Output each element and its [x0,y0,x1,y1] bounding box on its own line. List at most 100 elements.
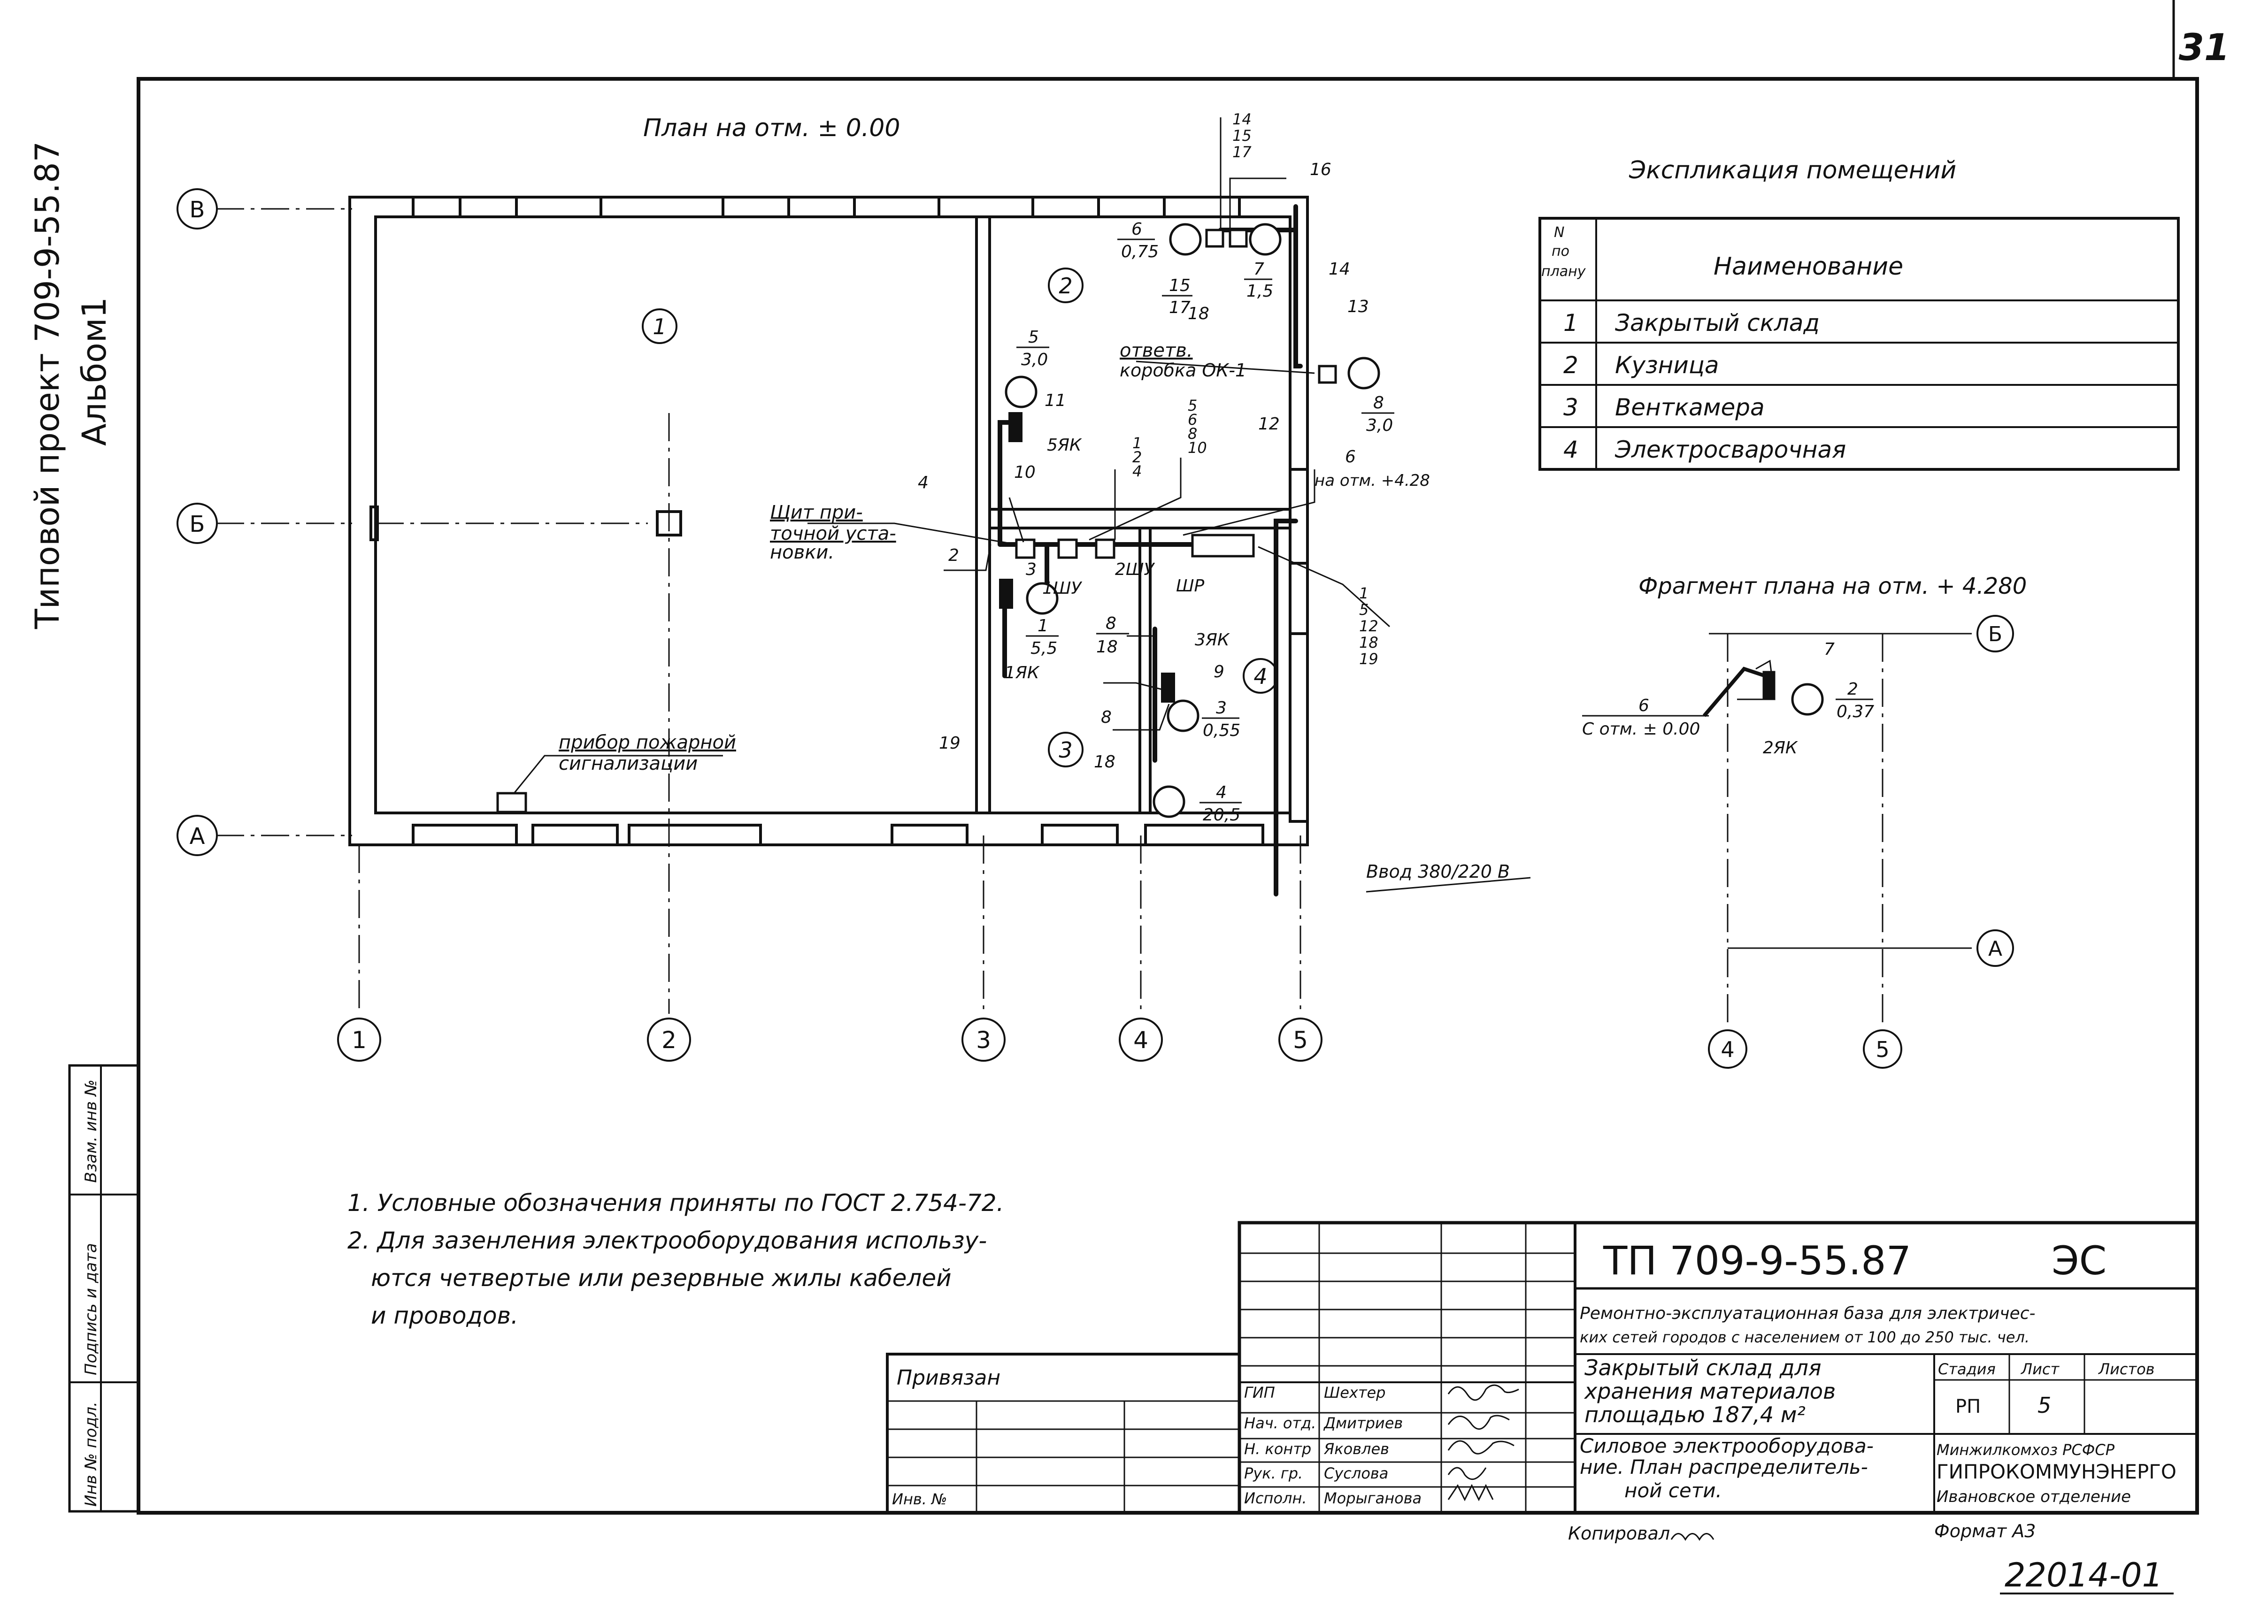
plan-title: План на отм. ± 0.00 [643,114,900,142]
panel-shr: ШР [1176,576,1204,596]
circuit-18-b: 18 [1094,752,1115,772]
org-line-1: Минжилкомхоз РСФСР [1937,1441,2115,1459]
svg-text:Электросварочная: Электросварочная [1615,436,1846,463]
building-walls [348,196,1309,846]
svg-text:3: 3 [976,1026,991,1054]
axis-col-1: 1 [337,1018,381,1062]
svg-text:4: 4 [1563,436,1578,463]
role-ispoln: Исполн. [1244,1489,1307,1507]
elev-428-label: на отм. +4.28 [1315,471,1430,490]
svg-text:1: 1 [352,1026,367,1054]
svg-text:5: 5 [1876,1037,1889,1062]
fire-alarm-label-2: сигнализации [559,753,698,774]
object-name-1: Закрытый склад для [1584,1355,1822,1380]
org-line-3: Ивановское отделение [1937,1487,2131,1506]
axis-col-2: 2 [647,1018,691,1062]
motor-7-number: 7 [1253,260,1264,279]
axis-col-4: 4 [1119,1018,1163,1062]
margin-stamp: Взам. инв № Подпись и дата Инв № подл. [68,1064,140,1513]
sheet-value: 5 [2037,1393,2051,1418]
explication-head-num-1: N [1554,224,1564,241]
svg-text:4: 4 [1721,1037,1734,1062]
copied-label: Копировал [1568,1523,1670,1544]
explication-head-num-2: по [1552,243,1569,260]
room-number-1: 1 [642,308,677,344]
explication-head-num-3: плану [1541,263,1586,280]
room-number-3: 3 [1048,732,1084,767]
circuit-14: 14 [1329,260,1350,279]
fragment-axis-4: 4 [1708,1029,1747,1069]
circuit-9: 9 [1214,662,1224,682]
fragment-axis-5: 5 [1863,1029,1902,1069]
explication-row: 4 Электросварочная [1563,436,1846,463]
name-n-kontr: Яковлев [1323,1440,1389,1458]
drawing-code: ТП 709-9-55.87 [1603,1238,1911,1284]
motor-1-power: 5,5 [1030,639,1057,658]
panel-2shu: 2ШУ [1115,560,1155,579]
name-ispoln: Морыганова [1324,1489,1422,1507]
starter-5yak: 5ЯК [1047,436,1082,455]
circuit-15-17-top: 15 [1169,276,1191,295]
name-ruk-gr: Суслова [1324,1464,1388,1482]
axis-col-5: 5 [1278,1018,1322,1062]
shield-label-1: Щит при- [770,502,863,523]
svg-text:2: 2 [1132,448,1142,466]
sheet-header: Лист [2021,1360,2060,1378]
motor-8-number: 8 [1373,393,1384,413]
fragment-motor-power: 0,37 [1837,702,1874,721]
title-block-frame [886,1221,2199,1515]
svg-text:Венткамера: Венткамера [1615,394,1765,421]
stamp-sign-date: Подпись и дата [82,1243,100,1375]
leader-lines [513,117,1531,893]
svg-text:1: 1 [1132,434,1142,452]
room-number-4: 4 [1243,658,1278,694]
motor-4-number: 4 [1216,783,1227,802]
circuit-10: 10 [1014,463,1036,482]
shield-label-2: точной уста- [770,523,896,544]
svg-text:4: 4 [1133,1026,1148,1054]
general-notes: 1. Условные обозначения приняты по ГОСТ … [347,1189,1004,1329]
svg-text:5: 5 [1188,397,1197,414]
svg-text:Б: Б [1988,622,2002,646]
fragment-circuit-7: 7 [1824,640,1835,659]
inventory-label: Инв. № [892,1490,947,1508]
svg-text:4: 4 [1132,462,1142,480]
starter-3yak: 3ЯК [1195,630,1230,650]
axis-row-v: В [177,188,218,230]
motor-5-power: 3,0 [1021,350,1048,369]
note-2-line-3: и проводов. [371,1302,518,1329]
sheet-name-3: ной сети. [1624,1479,1722,1502]
archive-number: 22014-01 [2005,1556,2163,1594]
fragment-drawing [1582,633,1972,1023]
plan-labels: Щит при- точной уста- новки. прибор пожа… [559,110,1510,882]
explication-row: 1 Закрытый склад [1563,309,1820,337]
svg-text:А: А [1988,937,2002,961]
bound-label: Привязан [897,1366,1000,1390]
stack-list-c: 1 5 12 18 19 [1359,584,1378,668]
note-2-line-1: 2. Для зазенления электрооборудования ис… [347,1227,987,1254]
circuit-11: 11 [1045,391,1066,410]
sheet-name-2: ние. План распределитель- [1580,1455,1868,1478]
svg-text:3: 3 [1563,394,1578,421]
svg-text:3: 3 [1059,737,1072,763]
role-nach-otd: Нач. отд. [1244,1414,1316,1432]
svg-text:8: 8 [1188,425,1197,443]
svg-text:19: 19 [1359,650,1378,668]
axis-grid [216,208,1301,1014]
fragment-title: Фрагмент плана на отм. + 4.280 [1638,573,2027,599]
axis-row-a: А [177,815,218,856]
circuit-8-18-top: 8 [1106,614,1116,633]
motors [1005,223,1380,818]
fragment-starter [1762,671,1776,700]
stage-value: РП [1955,1396,1981,1417]
circuit-15-17-bottom: 17 [1169,298,1191,317]
branch-box-label-1: ответв. [1120,340,1193,361]
explication-title: Экспликация помещений [1629,156,1956,184]
branch-box-label-2: коробка ОК-1 [1120,360,1246,381]
equipment [496,229,1337,813]
shield-label-3: новки. [770,542,834,563]
circuit-8: 8 [1101,708,1112,727]
svg-text:1: 1 [1563,309,1578,337]
svg-text:В: В [190,197,205,223]
